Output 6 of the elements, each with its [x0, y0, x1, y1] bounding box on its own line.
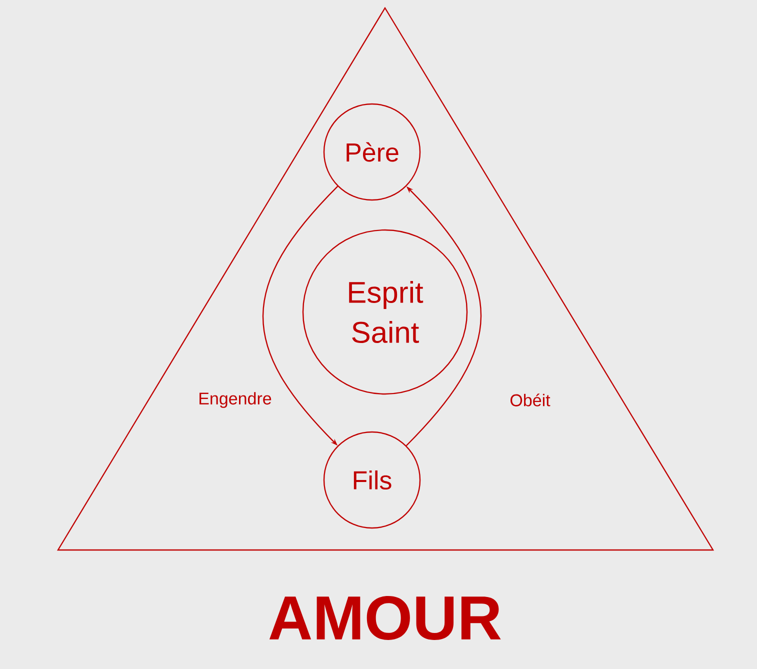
circle-node: Fils	[323, 431, 421, 529]
edge-label: Obéit	[508, 392, 552, 408]
title: AMOUR	[269, 596, 501, 640]
circle-node: Père	[323, 103, 421, 201]
edge-label: Engendre	[197, 391, 273, 409]
circle-node: Esprit Saint	[302, 229, 468, 395]
